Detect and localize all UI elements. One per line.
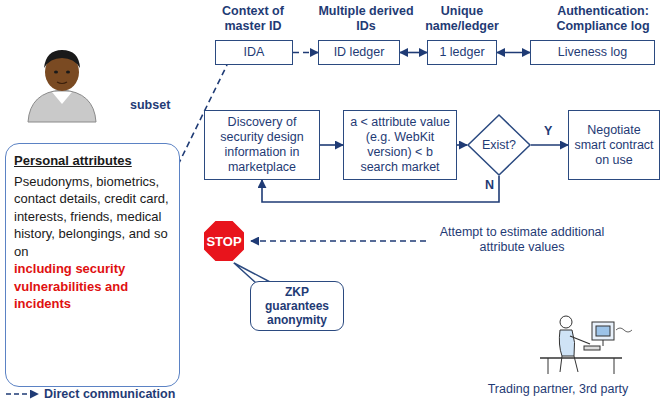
leader-arrow [251,240,426,242]
connector [497,52,530,54]
legend-line-sample [6,393,38,395]
panel-body: Pseudonyms, biometrics, contact details,… [14,173,171,261]
decision-diamond: Exist? [467,114,531,176]
column-header: Authentication: Compliance log [540,4,666,34]
ledger-box: ID ledger [318,40,400,65]
connector [293,52,318,54]
attributes-panel: Personal attributesPseudonyms, biometric… [5,143,180,387]
connector [531,144,568,146]
connector [320,144,343,146]
node-text: Discovery of security design information… [210,115,314,175]
connector [400,52,427,54]
edge-label: N [483,178,496,192]
note-text: Attempt to estimate additional attribute… [424,225,620,255]
node-text: STOP [206,234,241,249]
log-box: Liveness log [530,40,655,65]
node-text: a < attribute value (e.g. WebKit version… [349,115,451,175]
panel-heading: Personal attributes [14,152,132,170]
process-box: Discovery of security design information… [204,110,320,180]
id-box: IDA [215,40,293,65]
highlight-text: including security vulnerabilities and i… [14,260,171,313]
process-box: a < attribute value (e.g. WebKit version… [343,110,457,180]
node-text: IDA [244,45,265,60]
callout-tail [234,263,272,283]
node-text: ZKP guarantees anonymity [257,285,337,327]
legend-text: Direct communication [44,387,175,402]
process-box: Negotiate smart contract on use [568,110,660,180]
note-text: Trading partner, 3rd party [458,382,658,397]
node-text: Exist? [482,138,516,153]
column-header: Unique name/ledger [412,4,512,34]
connector [457,144,467,146]
edge-label: Y [542,124,554,138]
node-text: 1 ledger [439,45,484,60]
callout-box: ZKP guarantees anonymity [250,281,344,331]
column-header: Multiple derived IDs [318,4,414,34]
person-icon [28,50,96,122]
node-text: Liveness log [558,45,628,60]
edge-label: subset [128,98,172,112]
hacker-icon [540,316,632,374]
node-text: ID ledger [334,45,385,60]
ledger-box: 1 ledger [427,40,497,65]
column-header: Context of master ID [203,4,303,34]
stop-sign: STOP [202,219,246,263]
node-text: Negotiate smart contract on use [574,123,654,168]
